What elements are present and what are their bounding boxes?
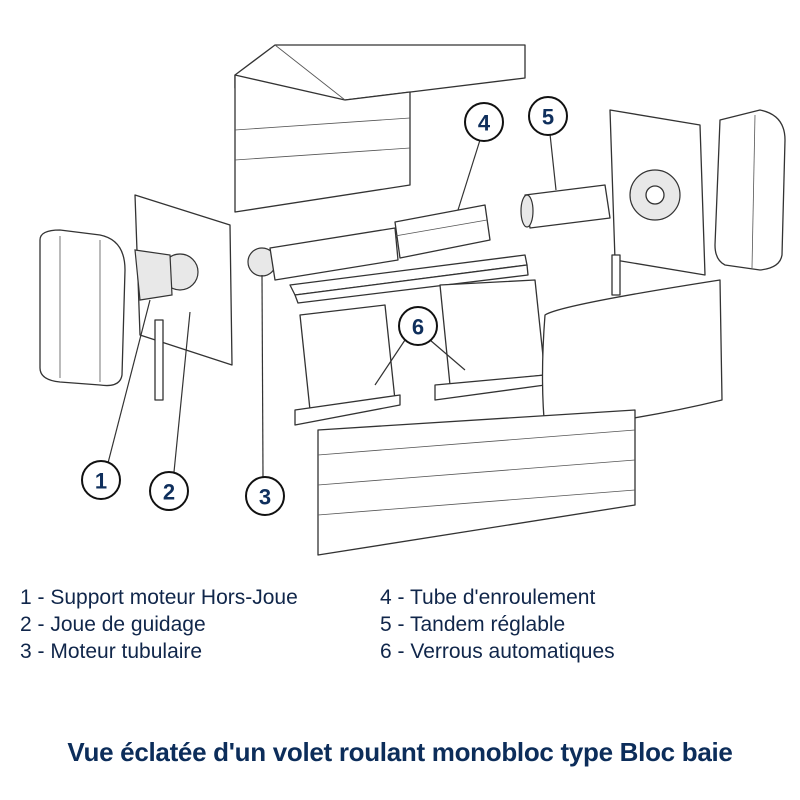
right-plate-part: [609, 109, 706, 296]
shutter-slats-part: [317, 409, 636, 556]
svg-text:3: 3: [259, 485, 271, 510]
callout-4: 4: [464, 102, 504, 142]
legend-item-6: 6 - Verrous automatiques: [380, 640, 615, 663]
svg-text:2: 2: [163, 480, 175, 505]
legend-item-3: 3 - Moteur tubulaire: [20, 640, 203, 663]
callout-5: 5: [528, 96, 568, 136]
callout-2: 2: [149, 471, 189, 511]
legend-left: 1 - Support moteur Hors-Joue 2 - Joue de…: [20, 584, 298, 665]
callout-3: 3: [245, 476, 285, 516]
legend-item-1: 1 - Support moteur Hors-Joue: [20, 586, 298, 609]
exploded-view-drawing: 1 2 3 4 5 6: [39, 44, 786, 556]
svg-text:1: 1: [95, 469, 107, 494]
leader-lines: [107, 133, 557, 478]
top-cover-part: [234, 44, 526, 213]
callout-6: 6: [398, 306, 438, 346]
legend-right: 4 - Tube d'enroulement 5 - Tandem réglab…: [380, 584, 615, 665]
svg-text:4: 4: [478, 111, 491, 136]
legend-item-4: 4 - Tube d'enroulement: [380, 586, 596, 609]
diagram-title: Vue éclatée d'un volet roulant monobloc …: [67, 737, 733, 767]
left-end-cap-part: [39, 229, 126, 387]
legend-item-5: 5 - Tandem réglable: [380, 613, 566, 636]
legend-item-2: 2 - Joue de guidage: [20, 613, 206, 636]
automatic-locks-part: [294, 279, 546, 426]
svg-text:5: 5: [542, 105, 554, 130]
front-cover-part: [541, 279, 723, 431]
svg-text:6: 6: [412, 315, 424, 340]
tubular-motor-part: [247, 227, 399, 281]
right-end-cap-part: [714, 109, 786, 271]
roller-tube-part: [289, 204, 529, 304]
adjustable-tandem-part: [520, 184, 611, 229]
callout-1: 1: [81, 460, 121, 500]
motor-support-plate-part: [134, 194, 233, 401]
